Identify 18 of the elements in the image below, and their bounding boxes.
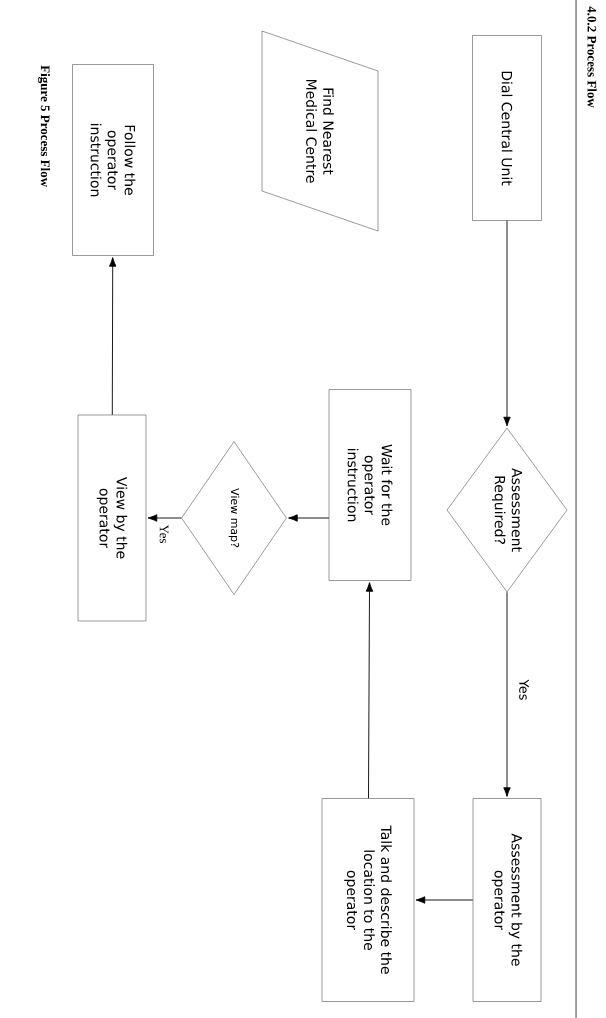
- process-box: Talk and describe the location to the operator: [321, 798, 415, 1002]
- edge-label: Yes: [158, 523, 170, 545]
- caption: Figure 5 Process Flow: [38, 65, 50, 188]
- arrow: [365, 582, 374, 799]
- arrow: [415, 896, 474, 904]
- heading: 4.0.2 Process Flow: [587, 6, 597, 108]
- process-box: Follow the operator instruction: [72, 64, 154, 256]
- process-box: Assessment by the operator: [472, 798, 542, 1002]
- data-parallelogram: Find Nearest Medical Centre: [261, 30, 379, 232]
- edge-label: Yes: [518, 678, 530, 702]
- process-box: Dial Central Unit: [472, 35, 542, 221]
- process-box: Wait for the operator instruction: [328, 389, 412, 581]
- arrow: [109, 257, 117, 416]
- arrow: [503, 220, 511, 427]
- arrow: [503, 591, 511, 797]
- process-box: View by the operator: [77, 414, 147, 622]
- arrow: [288, 514, 330, 522]
- arrow: [147, 514, 182, 522]
